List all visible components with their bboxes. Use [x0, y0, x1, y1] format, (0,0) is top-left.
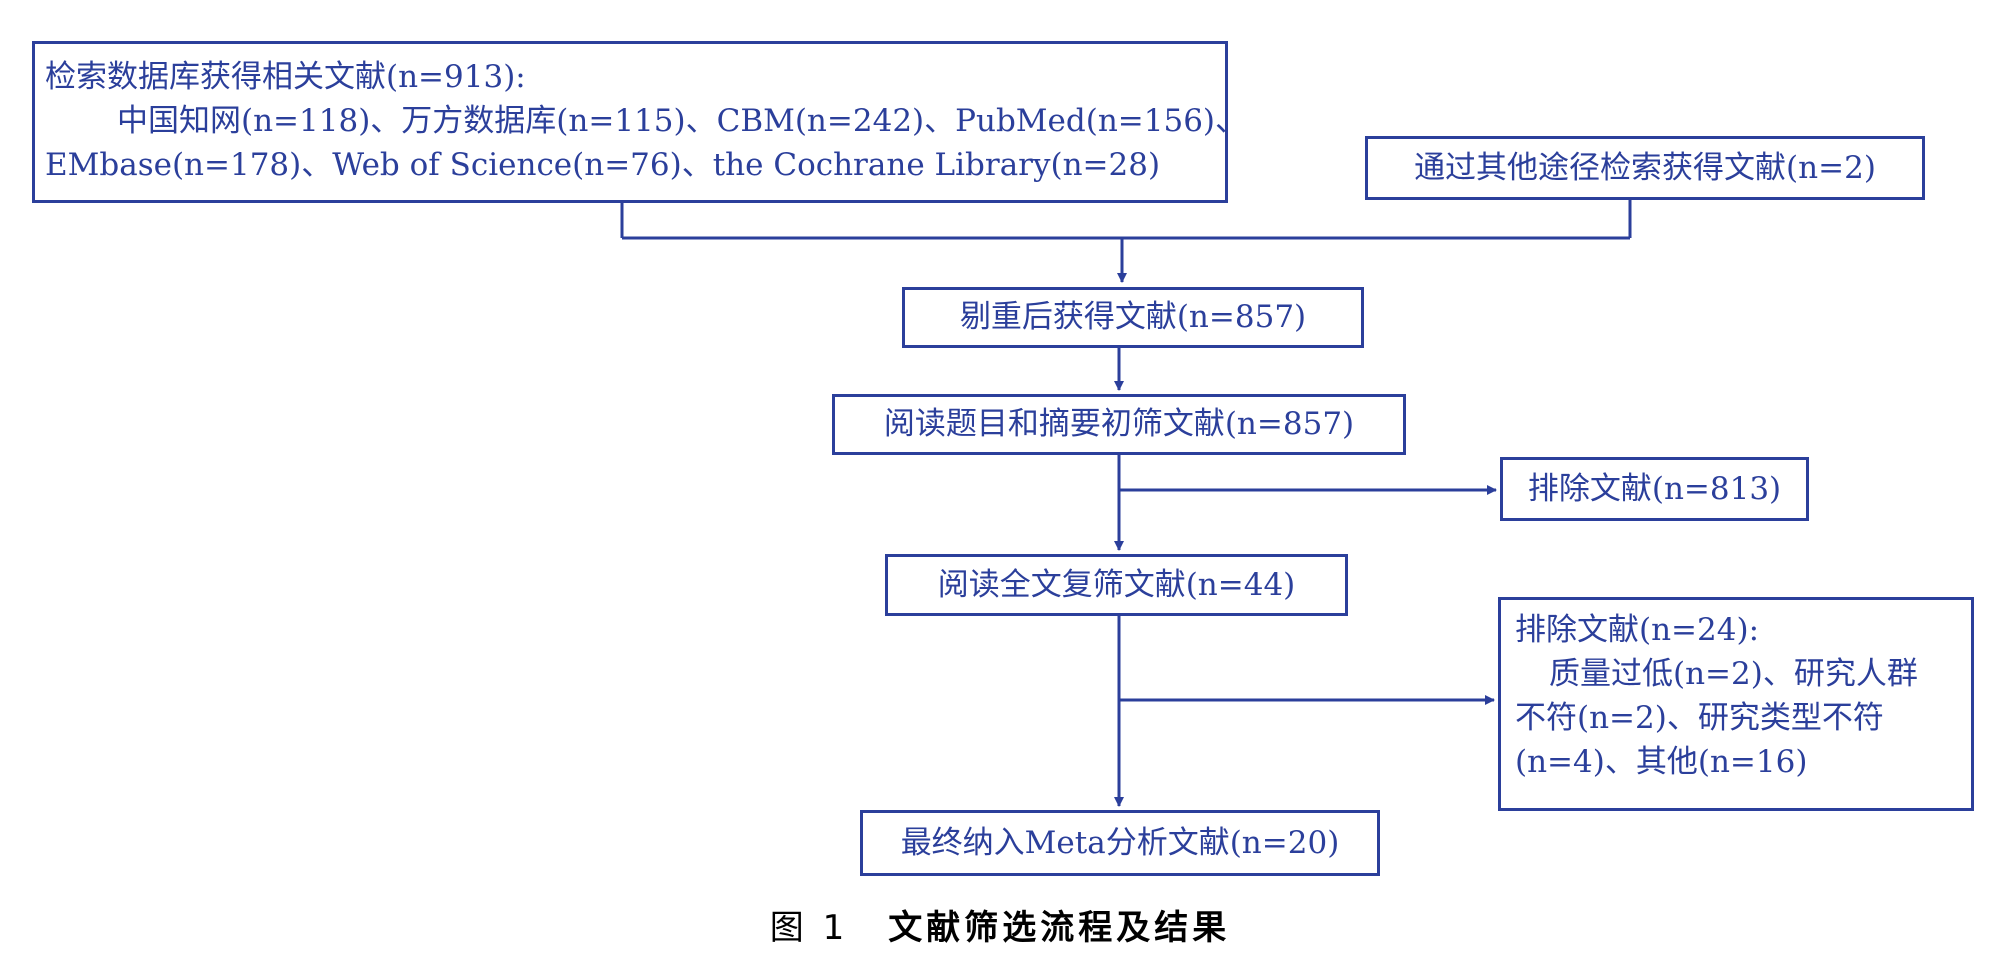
- dedup-text: 剔重后获得文献(n=857): [959, 299, 1307, 335]
- excluded-2-box: 排除文献(n=24): 质量过低(n=2)、研究人群 不符(n=2)、研究类型不…: [1498, 597, 1974, 811]
- final-text: 最终纳入Meta分析文献(n=20): [900, 825, 1340, 861]
- fulltext-text: 阅读全文复筛文献(n=44): [937, 567, 1296, 603]
- excluded-2-line3: 不符(n=2)、研究类型不符: [1515, 700, 1884, 736]
- other-search-box: 通过其他途径检索获得文献(n=2): [1365, 136, 1925, 200]
- final-box: 最终纳入Meta分析文献(n=20): [860, 810, 1380, 876]
- excluded-1-text: 排除文献(n=813): [1527, 471, 1782, 507]
- other-search-text: 通过其他途径检索获得文献(n=2): [1414, 150, 1876, 186]
- excluded-2-line4: (n=4)、其他(n=16): [1515, 744, 1808, 780]
- screen-title-text: 阅读题目和摘要初筛文献(n=857): [883, 406, 1355, 442]
- db-search-line2: 中国知网(n=118)、万方数据库(n=115)、CBM(n=242)、PubM…: [117, 103, 1247, 139]
- db-search-line1: 检索数据库获得相关文献(n=913):: [45, 59, 526, 95]
- fulltext-box: 阅读全文复筛文献(n=44): [885, 554, 1348, 616]
- excluded-2-line2: 质量过低(n=2)、研究人群: [1549, 656, 1918, 692]
- db-search-line3: EMbase(n=178)、Web of Science(n=76)、the C…: [45, 147, 1161, 183]
- db-search-box: 检索数据库获得相关文献(n=913): 中国知网(n=118)、万方数据库(n=…: [32, 41, 1247, 203]
- excluded-2-line1: 排除文献(n=24):: [1515, 612, 1760, 648]
- excluded-1-box: 排除文献(n=813): [1500, 457, 1809, 521]
- figure-title: 文献筛选流程及结果: [888, 908, 1231, 948]
- dedup-box: 剔重后获得文献(n=857): [902, 287, 1364, 348]
- figure-caption: 图 1 文献筛选流程及结果: [0, 900, 2000, 949]
- figure-number: 图 1: [769, 908, 849, 948]
- screen-title-box: 阅读题目和摘要初筛文献(n=857): [832, 394, 1406, 455]
